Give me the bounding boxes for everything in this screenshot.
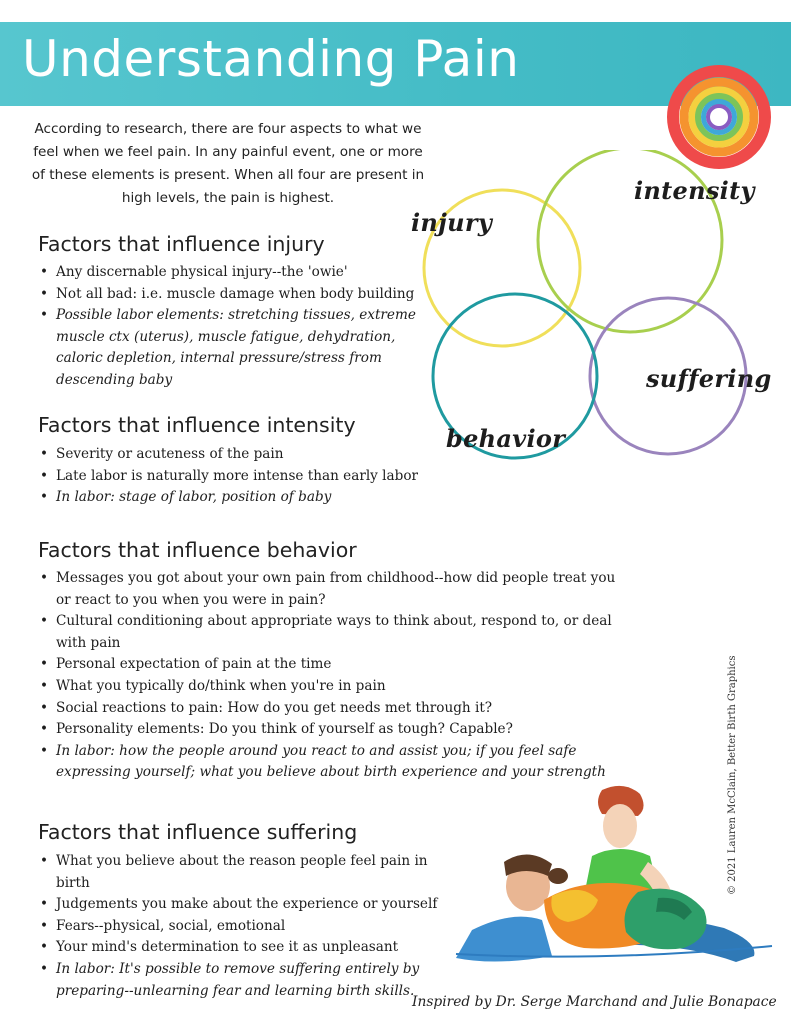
heading-behavior: Factors that influence behavior <box>38 538 357 562</box>
heading-suffering: Factors that influence suffering <box>38 820 358 844</box>
list-item: In labor: stage of labor, position of ba… <box>38 487 438 509</box>
list-item: Judgements you make about the experience… <box>38 894 463 916</box>
list-injury: Any discernable physical injury--the 'ow… <box>38 262 430 392</box>
list-item: Possible labor elements: stretching tiss… <box>38 305 430 391</box>
inspired-by-credit: Inspired by Dr. Serge Marchand and Julie… <box>412 994 777 1010</box>
list-item: Personality elements: Do you think of yo… <box>38 719 618 741</box>
heading-injury: Factors that influence injury <box>38 232 325 256</box>
list-item: Messages you got about your own pain fro… <box>38 568 618 611</box>
pain-venn-diagram <box>422 150 748 460</box>
heading-intensity: Factors that influence intensity <box>38 413 356 437</box>
list-item: Personal expectation of pain at the time <box>38 654 618 676</box>
list-item: Any discernable physical injury--the 'ow… <box>38 262 430 284</box>
list-item: Fears--physical, social, emotional <box>38 916 463 938</box>
list-item: In labor: how the people around you reac… <box>38 741 618 784</box>
title-banner: Understanding Pain <box>0 22 791 106</box>
list-item: Social reactions to pain: How do you get… <box>38 698 618 720</box>
list-item: Your mind's determination to see it as u… <box>38 937 463 959</box>
list-suffering: What you believe about the reason people… <box>38 851 463 1002</box>
list-item: Cultural conditioning about appropriate … <box>38 611 618 654</box>
rainbow-circle-logo <box>667 65 771 169</box>
intro-paragraph: According to research, there are four as… <box>31 121 425 206</box>
list-item: In labor: It's possible to remove suffer… <box>38 959 463 1002</box>
venn-label-suffering: suffering <box>646 364 772 393</box>
venn-label-behavior: behavior <box>446 424 566 453</box>
venn-circle-suffering <box>588 296 748 456</box>
labor-support-illustration <box>455 785 773 962</box>
list-behavior: Messages you got about your own pain fro… <box>38 568 618 784</box>
list-item: Not all bad: i.e. muscle damage when bod… <box>38 284 430 306</box>
venn-label-injury: injury <box>411 208 493 237</box>
list-item: What you typically do/think when you're … <box>38 676 618 698</box>
venn-label-intensity: intensity <box>634 176 755 205</box>
venn-circle-behavior <box>431 292 599 460</box>
venn-circle-intensity <box>536 150 724 334</box>
list-item: What you believe about the reason people… <box>38 851 463 894</box>
list-intensity: Severity or acuteness of the pain Late l… <box>38 444 438 509</box>
list-item: Late labor is naturally more intense tha… <box>38 466 438 488</box>
list-item: Severity or acuteness of the pain <box>38 444 438 466</box>
page-title: Understanding Pain <box>22 30 520 88</box>
